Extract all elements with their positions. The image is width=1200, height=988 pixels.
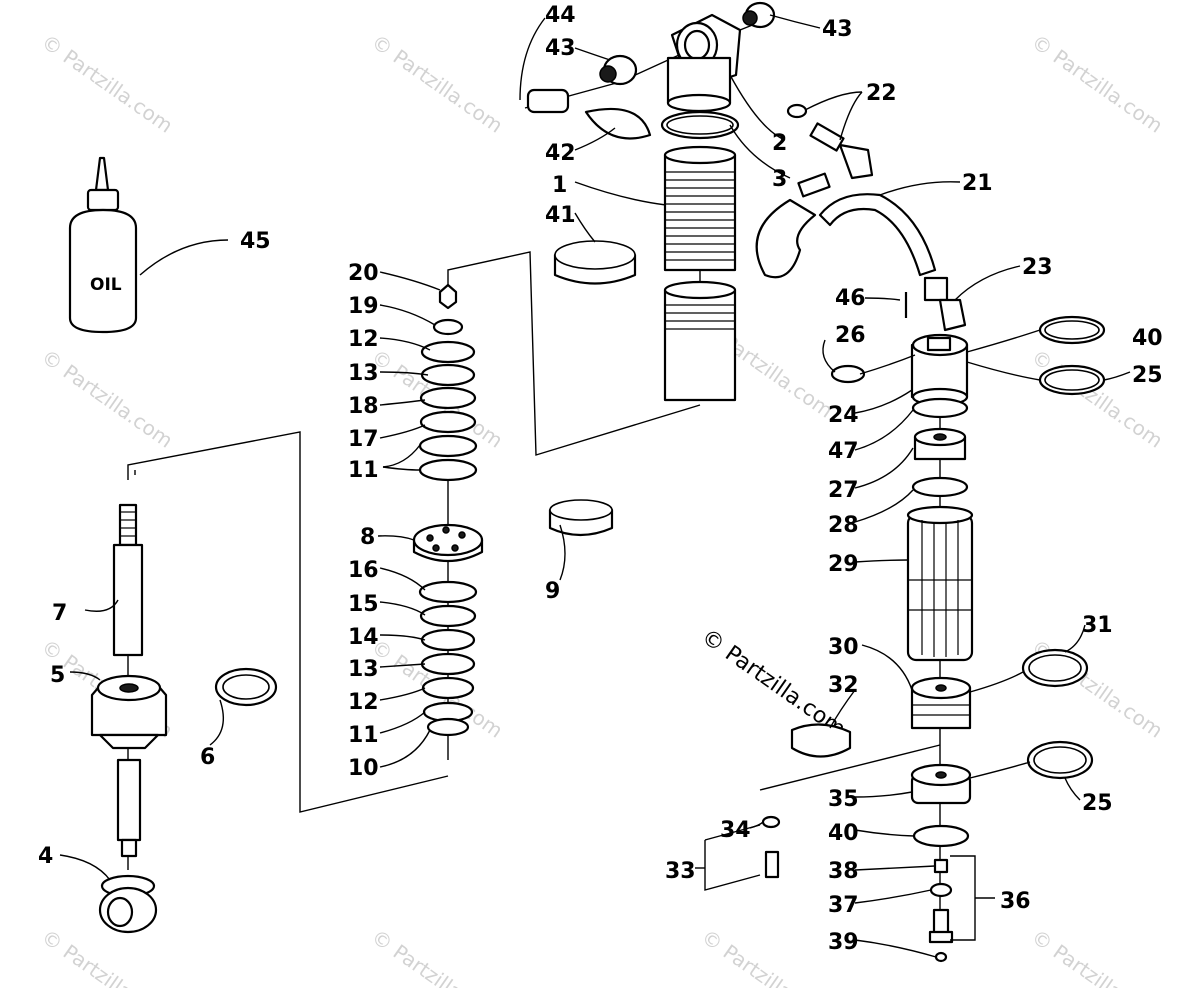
callout-15: 15	[348, 592, 379, 617]
valve-stack	[412, 283, 484, 737]
callout-37: 37	[828, 893, 859, 918]
callout-7: 7	[52, 601, 67, 626]
shock-body	[526, 1, 967, 402]
callout-34: 34	[720, 818, 751, 843]
callout-22: 22	[866, 81, 897, 106]
callout-1: 1	[552, 173, 567, 198]
callout-12a: 12	[348, 327, 379, 352]
callout-35: 35	[828, 787, 859, 812]
callout-39: 39	[828, 930, 859, 955]
callout-18: 18	[348, 394, 379, 419]
leader-lines	[59, 14, 1131, 958]
callout-47: 47	[828, 439, 859, 464]
callout-44: 44	[545, 3, 576, 28]
callout-12b: 12	[348, 690, 379, 715]
callout-9: 9	[545, 579, 560, 604]
callout-3: 3	[772, 167, 787, 192]
piston-band-9	[548, 499, 614, 537]
watermark: © Partzilla.com	[37, 344, 177, 452]
callout-43a: 43	[545, 36, 576, 61]
callouts: 45 7 5 6 4 20 19 12 13 18 17 11 8 9 16 1…	[38, 3, 1163, 955]
callout-14: 14	[348, 625, 379, 650]
callout-2: 2	[772, 131, 787, 156]
callout-10: 10	[348, 756, 379, 781]
ring-6	[214, 667, 278, 707]
callout-28: 28	[828, 513, 859, 538]
callout-25b: 25	[1082, 791, 1113, 816]
watermark: © Partzilla.com	[1027, 344, 1167, 452]
callout-32: 32	[828, 673, 859, 698]
callout-25a: 25	[1132, 363, 1163, 388]
callout-38: 38	[828, 859, 859, 884]
callout-8: 8	[360, 525, 375, 550]
callout-4: 4	[38, 844, 53, 869]
oil-bottle: OIL	[68, 156, 138, 334]
callout-16: 16	[348, 558, 379, 583]
callout-26: 26	[835, 323, 866, 348]
callout-19: 19	[348, 294, 379, 319]
callout-11a: 11	[348, 458, 379, 483]
watermark: © Partzilla.com	[697, 924, 837, 988]
callout-17: 17	[348, 427, 379, 452]
callout-13b: 13	[348, 657, 379, 682]
watermark: © Partzilla.com	[1027, 29, 1167, 137]
shaft-assembly	[90, 503, 168, 934]
callout-6: 6	[200, 745, 215, 770]
callout-43b: 43	[822, 17, 853, 42]
callout-40a: 40	[1132, 326, 1163, 351]
callout-21: 21	[962, 171, 993, 196]
callout-23: 23	[1022, 255, 1053, 280]
callout-45: 45	[240, 229, 271, 254]
callout-11b: 11	[348, 723, 379, 748]
callout-46: 46	[835, 286, 866, 311]
callout-27: 27	[828, 478, 859, 503]
callout-36: 36	[1000, 889, 1031, 914]
assembly-lines	[127, 21, 941, 940]
reservoir-assembly	[761, 292, 1106, 963]
callout-29: 29	[828, 552, 859, 577]
callout-20: 20	[348, 261, 379, 286]
callout-30: 30	[828, 635, 859, 660]
callout-31: 31	[1082, 613, 1113, 638]
callout-24: 24	[828, 403, 859, 428]
callout-42: 42	[545, 141, 576, 166]
watermark: © Partzilla.com	[367, 924, 507, 988]
callout-5: 5	[50, 663, 65, 688]
watermark: © Partzilla.com	[1027, 924, 1167, 988]
watermark: © Partzilla.com	[367, 29, 507, 137]
watermark: © Partzilla.com	[37, 29, 177, 137]
callout-33: 33	[665, 859, 696, 884]
watermark: © Partzilla.com	[37, 924, 177, 988]
callout-41: 41	[545, 203, 576, 228]
oil-label: OIL	[90, 275, 122, 295]
callout-13a: 13	[348, 361, 379, 386]
callout-40b: 40	[828, 821, 859, 846]
